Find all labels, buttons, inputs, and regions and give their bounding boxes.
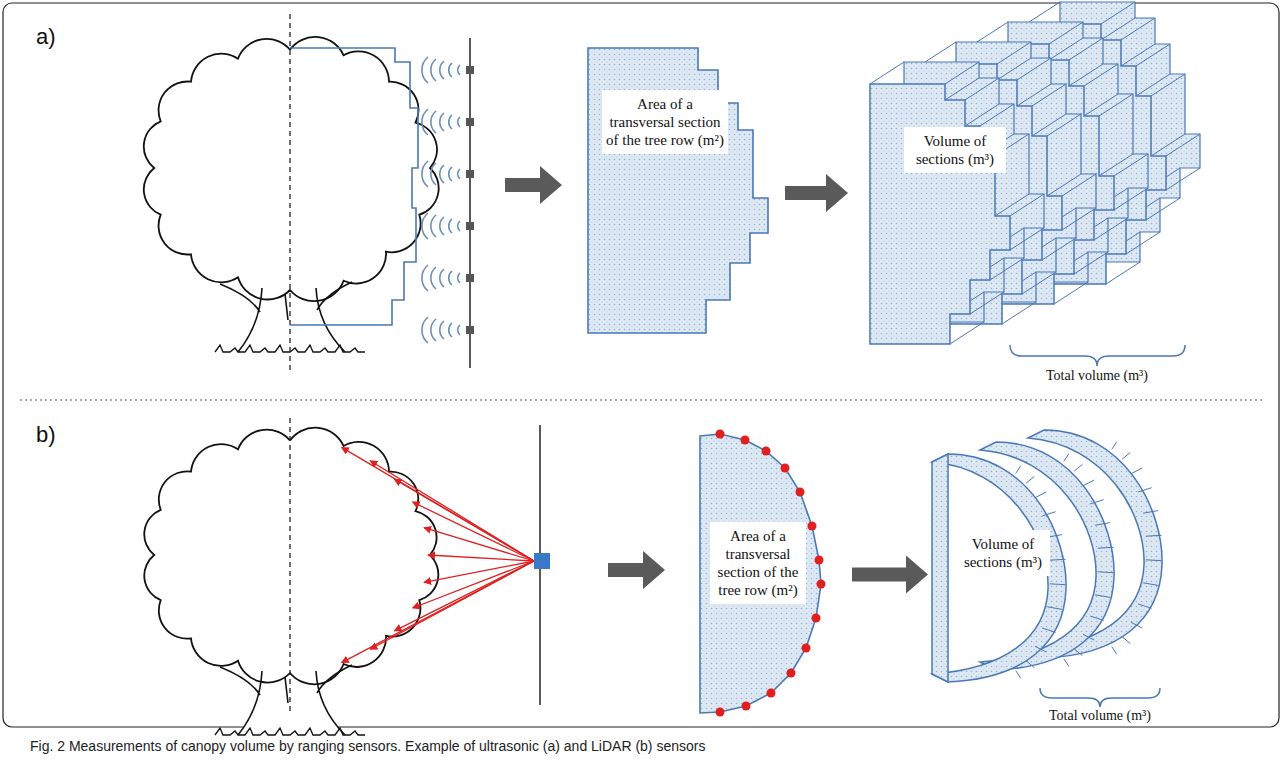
- tree-axis: [289, 14, 290, 372]
- node-text: Volume of sections (m³): [904, 127, 1006, 173]
- ultrasonic-waves: [422, 57, 460, 343]
- process-arrow: [852, 556, 928, 594]
- section-volume: Volume of sections (m³): [860, 22, 1210, 352]
- sensor-mast: [469, 38, 471, 368]
- node-text: Area of a transversal section of the tre…: [710, 522, 806, 604]
- stepped-profile: [290, 48, 418, 325]
- shape-outline: [860, 22, 1210, 352]
- section-volume: Volume of sections (m³): [940, 430, 1165, 692]
- node-text: Area of a transversal section of the tre…: [602, 90, 728, 154]
- ultrasonic-sensors: [466, 66, 474, 334]
- process-arrow: [785, 174, 848, 212]
- section-area: Area of a transversal section of the tre…: [588, 48, 773, 338]
- total-bracket: [1010, 345, 1185, 366]
- lidar-rays: [342, 447, 534, 662]
- panel-separator: [20, 400, 1262, 401]
- total-label: Total volume (m³): [1046, 368, 1148, 384]
- panel-label: b): [36, 422, 56, 448]
- figure-frame: [3, 3, 1279, 727]
- total-label: Total volume (m³): [1049, 708, 1151, 724]
- tree-axis: [289, 418, 290, 712]
- tree-drawing: [144, 428, 438, 735]
- panel-label: a): [36, 24, 56, 50]
- section-area: Area of a transversal section of the tre…: [700, 432, 840, 717]
- process-arrow: [505, 166, 562, 204]
- tree-drawing: [144, 37, 439, 352]
- process-arrow: [608, 551, 665, 589]
- total-bracket: [1040, 688, 1160, 707]
- node-text: Volume of sections (m³): [956, 530, 1050, 576]
- figure-caption: Fig. 2 Measurements of canopy volume by …: [30, 738, 705, 754]
- lidar-sensor: [534, 553, 550, 569]
